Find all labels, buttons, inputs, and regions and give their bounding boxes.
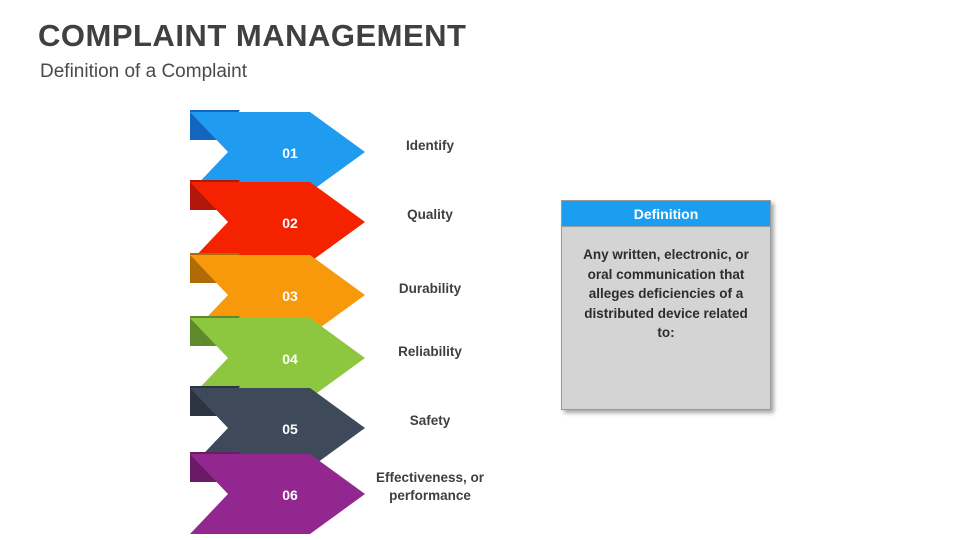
arrow-body-2 xyxy=(190,182,365,262)
arrow-shapes xyxy=(190,110,365,534)
arrow-body-1 xyxy=(190,112,365,192)
step-label-5: Safety xyxy=(409,413,451,428)
step-number-3: 03 xyxy=(282,288,298,304)
definition-card-heading: Definition xyxy=(561,200,771,226)
step-number-6: 06 xyxy=(282,487,298,503)
step-number-2: 02 xyxy=(282,215,298,231)
arrow-body-5 xyxy=(190,388,365,468)
arrow-body-6 xyxy=(190,454,365,534)
page-title: COMPLAINT MANAGEMENT xyxy=(38,18,467,53)
step-number-4: 04 xyxy=(282,351,298,367)
arrow-body-3 xyxy=(190,255,365,335)
definition-card: Definition Any written, electronic, or o… xyxy=(561,200,771,410)
definition-card-body: Any written, electronic, or oral communi… xyxy=(561,226,771,410)
step-number-5: 05 xyxy=(282,421,298,437)
page-subtitle: Definition of a Complaint xyxy=(40,61,247,82)
arrow-body-4 xyxy=(190,318,365,398)
step-label-4: Reliability xyxy=(398,344,462,359)
step-label-6: Effectiveness, or performance xyxy=(375,470,485,503)
step-label-3: Durability xyxy=(398,281,462,296)
step-label-2: Quality xyxy=(407,207,453,222)
step-number-1: 01 xyxy=(282,145,298,161)
step-label-1: Identify xyxy=(405,138,454,153)
process-arrow-diagram: 01 02 03 04 05 06 Identify Quality Durab… xyxy=(180,100,500,540)
